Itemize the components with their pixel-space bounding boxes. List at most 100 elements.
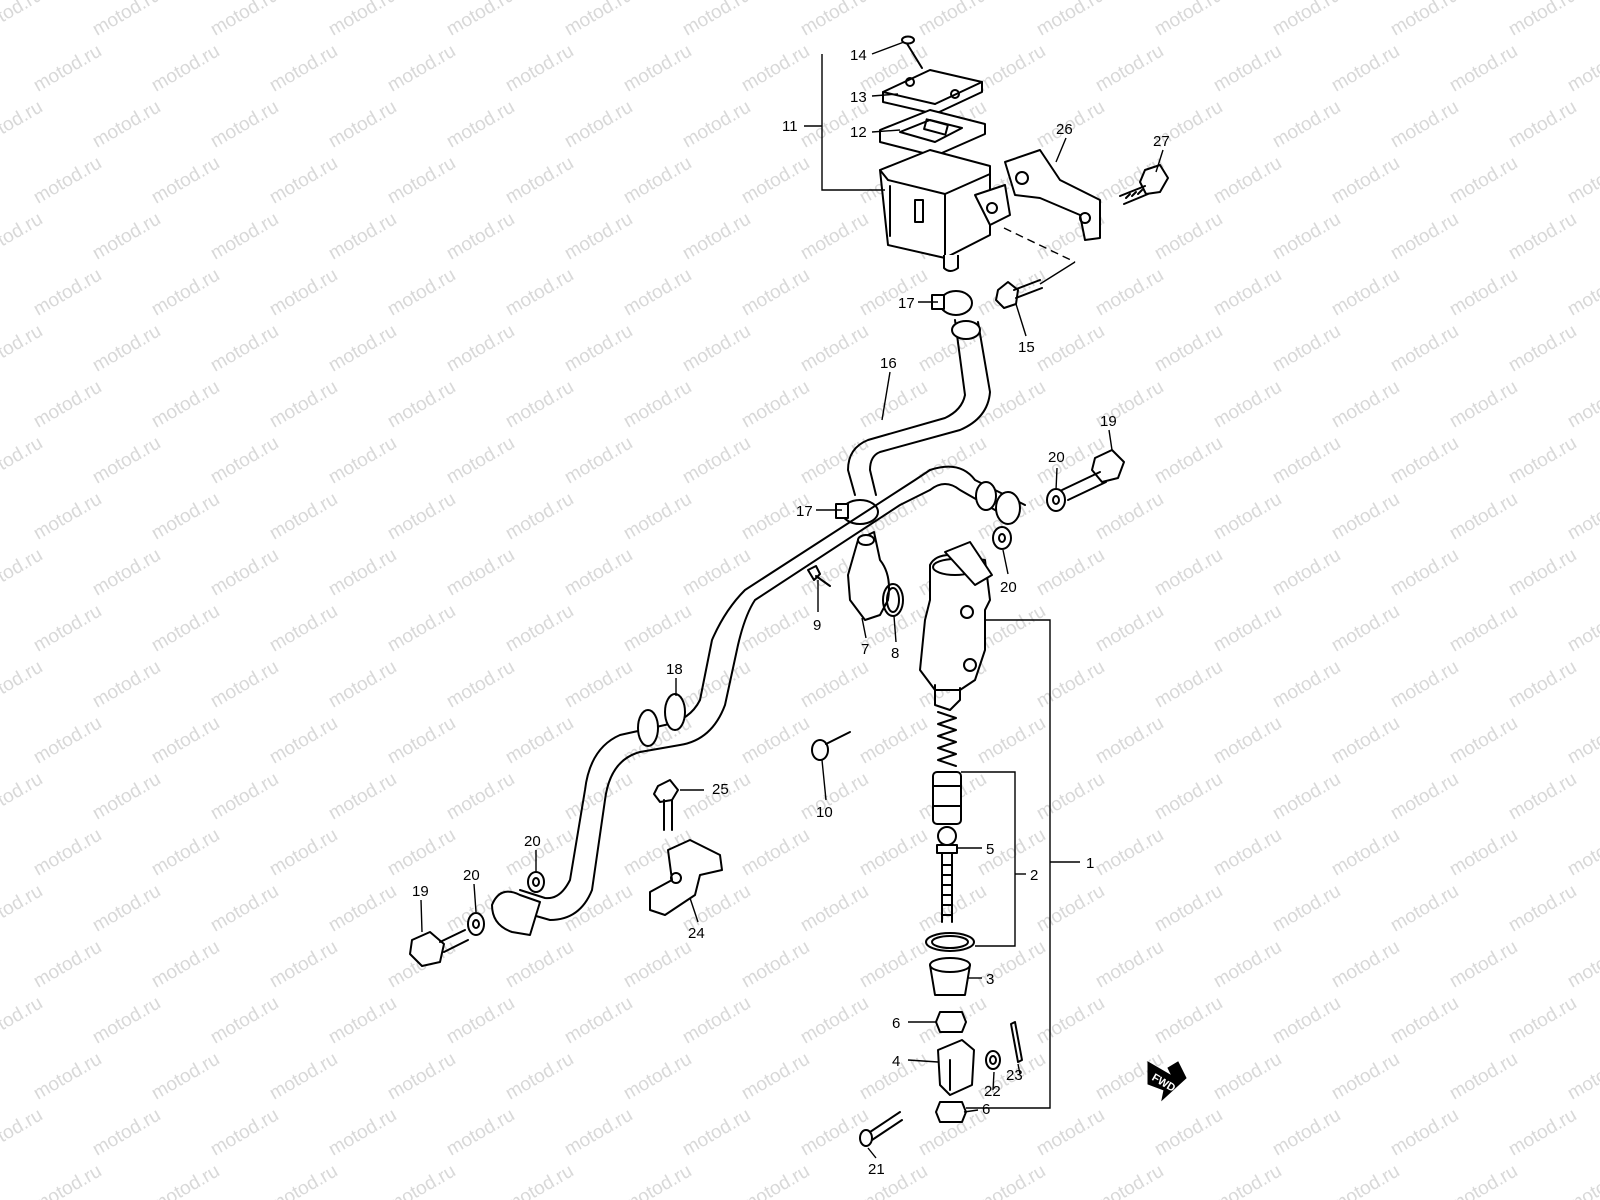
watermark-text: motod.ru [1446, 265, 1521, 321]
watermark-text: motod.ru [266, 825, 341, 881]
watermark-text: motod.ru [1505, 545, 1580, 601]
watermark-text: motod.ru [266, 1161, 341, 1200]
watermark-text: motod.ru [620, 601, 695, 657]
watermark-text: motod.ru [384, 825, 459, 881]
watermark-text: motod.ru [561, 321, 636, 377]
watermark-text: motod.ru [502, 377, 577, 433]
watermark-text: motod.ru [856, 713, 931, 769]
callout-labels: 14 13 12 11 26 27 17 15 16 19 20 17 20 9… [412, 47, 1170, 1178]
watermark-text: motod.ru [561, 209, 636, 265]
watermark-text: motod.ru [148, 153, 223, 209]
watermark-text: motod.ru [1328, 265, 1403, 321]
callout-27: 27 [1153, 133, 1170, 150]
watermark-text: motod.ru [1328, 489, 1403, 545]
watermark-text: motod.ru [207, 0, 282, 40]
watermark-text: motod.ru [384, 153, 459, 209]
watermark-text: motod.ru [1387, 881, 1462, 937]
watermark-text: motod.ru [1269, 657, 1344, 713]
watermark-text: motod.ru [89, 1105, 164, 1161]
watermark-text: motod.ru [1269, 97, 1344, 153]
watermark-text: motod.ru [207, 769, 282, 825]
watermark-text: motod.ru [1210, 713, 1285, 769]
watermark-text: motod.ru [443, 657, 518, 713]
watermark-text: motod.ru [384, 377, 459, 433]
watermark-text: motod.ru [679, 657, 754, 713]
watermark-text: motod.ru [443, 993, 518, 1049]
callout-2: 2 [1030, 867, 1038, 884]
watermark-text: motod.ru [620, 937, 695, 993]
watermark-text: motod.ru [325, 657, 400, 713]
watermark-text: motod.ru [1564, 825, 1600, 881]
watermark-text: motod.ru [1505, 1105, 1580, 1161]
watermark-text: motod.ru [1092, 937, 1167, 993]
oring-8 [882, 583, 904, 617]
fwd-arrow-icon: FWD [1147, 1061, 1187, 1102]
watermark-text: motod.ru [30, 41, 105, 97]
callout-14: 14 [850, 47, 867, 64]
watermark-text: motod.ru [89, 321, 164, 377]
watermark-text: motod.ru [325, 545, 400, 601]
callout-10: 10 [816, 804, 833, 821]
watermark-text: motod.ru [679, 1105, 754, 1161]
callout-26: 26 [1056, 121, 1073, 138]
watermark-text: motod.ru [679, 433, 754, 489]
watermark-text: motod.ru [1033, 545, 1108, 601]
callout-18: 18 [666, 661, 683, 678]
watermark-text: motod.ru [974, 713, 1049, 769]
watermark-text: motod.ru [1505, 209, 1580, 265]
watermark-text: motod.ru [679, 97, 754, 153]
watermark-text: motod.ru [1446, 1161, 1521, 1200]
watermark-text: motod.ru [266, 153, 341, 209]
watermark-text: motod.ru [679, 993, 754, 1049]
watermark-text: motod.ru [797, 769, 872, 825]
watermark-text: motod.ru [443, 97, 518, 153]
watermark-text: motod.ru [561, 433, 636, 489]
watermark-text: motod.ru [266, 713, 341, 769]
watermark-text: motod.ru [30, 1161, 105, 1200]
watermark-text: motod.ru [0, 209, 46, 265]
watermark-text: motod.ru [1387, 769, 1462, 825]
watermark-text: motod.ru [148, 265, 223, 321]
watermark-text: motod.ru [1446, 937, 1521, 993]
watermark-text: motod.ru [1328, 601, 1403, 657]
watermark-text: motod.ru [148, 937, 223, 993]
watermark-text: motod.ru [1092, 265, 1167, 321]
watermark-text: motod.ru [1269, 993, 1344, 1049]
watermark-text: motod.ru [620, 489, 695, 545]
clevis-pin-21 [859, 1111, 903, 1147]
watermark-text: motod.ru [384, 41, 459, 97]
reservoir-11 [879, 149, 1011, 272]
union-bolt-19-left [409, 929, 469, 967]
watermark-text: motod.ru [30, 825, 105, 881]
bolt-27 [1119, 164, 1169, 205]
watermark-text: motod.ru [797, 433, 872, 489]
bracket-26 [1004, 149, 1101, 241]
watermark-text: motod.ru [561, 657, 636, 713]
watermark-text: motod.ru [502, 601, 577, 657]
watermark-text: motod.ru [148, 489, 223, 545]
watermark-text: motod.ru [620, 1049, 695, 1105]
watermark-text: motod.ru [1269, 769, 1344, 825]
watermark-text: motod.ru [0, 321, 46, 377]
watermark-text: motod.ru [1328, 1161, 1403, 1200]
watermark-text: motod.ru [1151, 209, 1226, 265]
watermark-text: motod.ru [0, 0, 46, 40]
watermark-text: motod.ru [443, 545, 518, 601]
watermark-text: motod.ru [1564, 1049, 1600, 1105]
master-cylinder-body-1 [919, 541, 993, 711]
watermark-text: motod.ru [148, 825, 223, 881]
watermark-text: motod.ru [856, 265, 931, 321]
boot-3 [929, 957, 971, 996]
watermark-text: motod.ru [30, 153, 105, 209]
watermark-text: motod.ru [974, 377, 1049, 433]
washer-20-right-b [992, 526, 1012, 550]
callout-7: 7 [861, 641, 869, 658]
watermark-text: motod.ru [620, 1161, 695, 1200]
bracket-24 [649, 839, 723, 916]
watermark-text: motod.ru [443, 1105, 518, 1161]
watermark-text: motod.ru [1210, 489, 1285, 545]
watermark-text: motod.ru [502, 1161, 577, 1200]
watermark-text: motod.ru [797, 0, 872, 40]
cotter-pin-23 [1010, 1021, 1023, 1063]
watermark-text: motod.ru [1269, 433, 1344, 489]
